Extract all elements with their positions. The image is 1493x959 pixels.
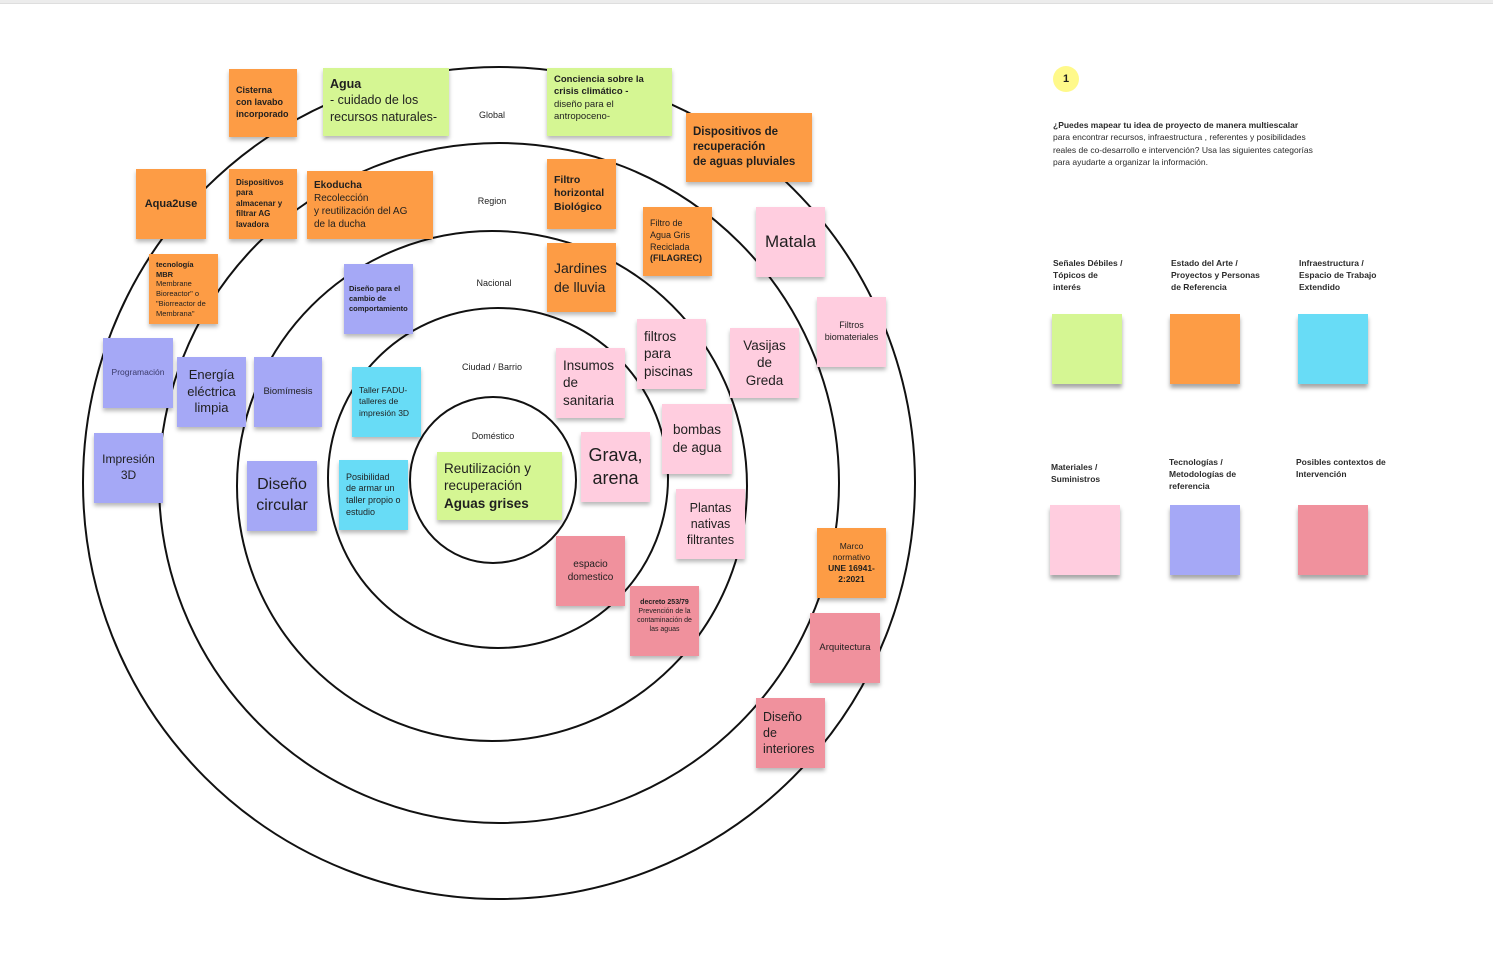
sticky-note-filtro-horizontal[interactable]: Filtro horizontal Biológico — [547, 159, 616, 229]
sticky-note-jardines-lluvia[interactable]: Jardines de lluvia — [547, 243, 616, 312]
sticky-note-ekoducha[interactable]: Ekoducha Recolección y reutilización del… — [307, 171, 433, 239]
instructions-rest: para encontrar recursos, infraestructura… — [1053, 132, 1313, 167]
sticky-note-impresion-3d[interactable]: Impresión 3D — [94, 433, 163, 503]
ring-label-domestico: Doméstico — [471, 431, 515, 441]
legend-label-materiales: Materiales / Suministros — [1051, 462, 1101, 484]
step-number-badge: 1 — [1053, 66, 1079, 92]
top-toolbar-strip — [0, 0, 1493, 4]
ring-label-global: Global — [478, 110, 506, 120]
ring-domestico — [409, 396, 577, 564]
legend-label-tecnologias: Tecnologías / Metodologías de referencia — [1169, 457, 1237, 491]
sticky-note-energia[interactable]: Energía eléctrica limpia — [177, 357, 246, 427]
sticky-note-vasijas[interactable]: Vasijas de Greda — [730, 328, 799, 398]
sticky-note-conciencia[interactable]: Conciencia sobre la crisis climático - d… — [547, 68, 672, 136]
ring-nacional — [236, 230, 748, 742]
sticky-note-decreto[interactable]: decreto 253/79 Prevención de la contamin… — [630, 586, 699, 656]
sticky-note-dispositivos-lavadora[interactable]: Dispositivos para almacenar y filtrar AG… — [229, 169, 297, 239]
sticky-note-reutilizacion[interactable]: Reutilización y recuperación Aguas grise… — [437, 452, 562, 520]
sticky-note-matala[interactable]: Matala — [756, 207, 825, 277]
sticky-note-tecnologia-mbr[interactable]: tecnología MBR Membrane Bioreactor" o "B… — [149, 254, 218, 324]
sticky-note-diseno-interiores[interactable]: Diseño de interiores — [756, 698, 825, 768]
sticky-note-taller-fadu[interactable]: Taller FADU-talleres de impresión 3D — [352, 367, 421, 437]
sticky-note-filagrec[interactable]: Filtro de Agua Gris Reciclada (FILAGREC) — [643, 207, 712, 276]
sticky-note-agua[interactable]: Agua - cuidado de los recursos naturales… — [323, 68, 449, 136]
sticky-note-arquitectura[interactable]: Arquitectura — [810, 613, 880, 683]
sticky-note-biomimesis[interactable]: Biomímesis — [254, 357, 322, 427]
sticky-note-posibilidad-taller[interactable]: Posibilidad de armar un taller propio o … — [339, 460, 408, 530]
sticky-note-cisterna[interactable]: Cisterna con lavabo incorporado — [229, 69, 297, 137]
sticky-note-marco-normativo[interactable]: Marco normativo UNE 16941-2:2021 — [817, 528, 886, 598]
instructions-question: ¿Puedes mapear tu idea de proyecto de ma… — [1053, 120, 1299, 130]
ring-label-region: Region — [477, 196, 507, 206]
sticky-note-grava-arena[interactable]: Grava, arena — [581, 432, 650, 502]
sticky-note-espacio-domestico[interactable]: espacio domestico — [556, 536, 625, 606]
legend-label-contextos: Posibles contextos de Intervención — [1296, 457, 1386, 479]
sticky-note-dispositivos-pluviales[interactable]: Dispositivos de recuperación de aguas pl… — [686, 113, 812, 182]
instructions-text: ¿Puedes mapear tu idea de proyecto de ma… — [1053, 119, 1313, 168]
ring-label-ciudad: Ciudad / Barrio — [461, 362, 523, 372]
ring-global — [82, 66, 916, 900]
sticky-note-plantas-nativas[interactable]: Plantas nativas filtrantes — [676, 489, 745, 559]
sticky-note-aqua2use[interactable]: Aqua2use — [136, 169, 206, 239]
sticky-note-diseno-comportamiento[interactable]: Diseño para el cambio de comportamiento — [344, 264, 413, 334]
sticky-note-diseno-circular[interactable]: Diseño circular — [247, 461, 317, 531]
ring-ciudad — [327, 307, 669, 649]
legend-label-senales: Señales Débiles / Tópicos de interés — [1053, 258, 1123, 292]
legend-swatch-materiales[interactable] — [1050, 505, 1120, 575]
legend-swatch-infraestructura[interactable] — [1298, 314, 1368, 384]
sticky-note-programacion[interactable]: Programación — [103, 338, 173, 408]
sticky-note-insumos[interactable]: Insumos de sanitaria — [556, 348, 625, 418]
sticky-note-filtros-piscinas[interactable]: filtros para piscinas — [637, 319, 706, 389]
legend-swatch-senales[interactable] — [1052, 314, 1122, 384]
sticky-note-bombas[interactable]: bombas de agua — [662, 404, 732, 474]
legend-label-estado-arte: Estado del Arte / Proyectos y Personas d… — [1171, 258, 1260, 292]
legend-swatch-estado-arte[interactable] — [1170, 314, 1240, 384]
legend-swatch-contextos[interactable] — [1298, 505, 1368, 575]
sticky-note-filtros-biomateriales[interactable]: Filtros biomateriales — [817, 297, 886, 367]
ring-label-nacional: Nacional — [476, 278, 512, 288]
legend-label-infraestructura: Infraestructura / Espacio de Trabajo Ext… — [1299, 258, 1377, 292]
legend-swatch-tecnologias[interactable] — [1170, 505, 1240, 575]
